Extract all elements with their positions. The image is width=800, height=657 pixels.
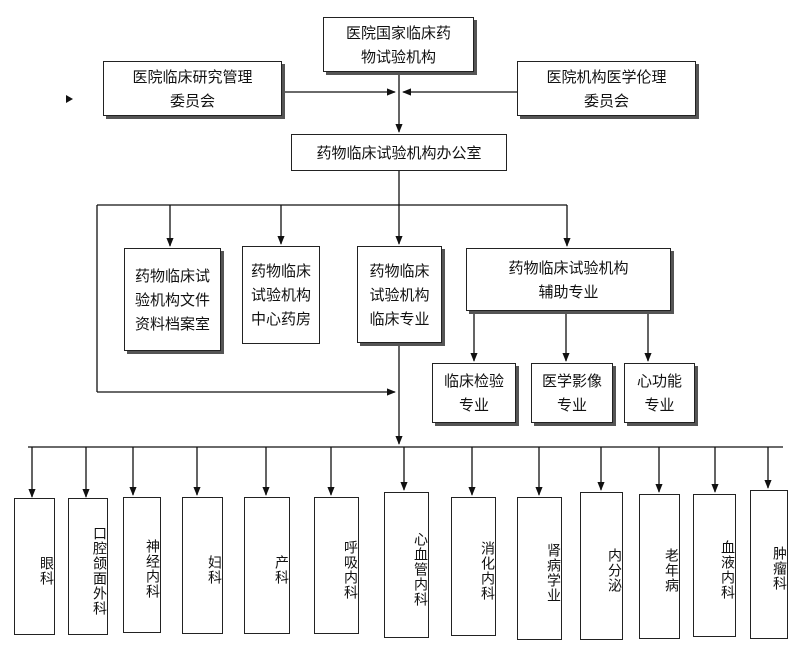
dept-nephrology: 肾病学业: [517, 497, 562, 640]
node-research-committee: 医院临床研究管理 委员会: [103, 61, 282, 116]
node-ethics-committee: 医院机构医学伦理 委员会: [517, 61, 696, 116]
triangle-marker-icon: [66, 95, 73, 103]
node-clinical-specialty: 药物临床 试验机构 临床专业: [357, 246, 442, 343]
dept-gynecology: 妇科: [182, 497, 223, 634]
node-top-institution: 医院国家临床药 物试验机构: [323, 17, 474, 72]
dept-oncology: 肿瘤科: [750, 490, 788, 639]
node-cardiac-specialty: 心功能 专业: [624, 363, 695, 423]
dept-neurology: 神经内科: [123, 497, 161, 633]
node-office: 药物临床试验机构办公室: [291, 134, 507, 171]
dept-endocrinology: 内分泌: [580, 492, 623, 640]
department-arrows: [28, 447, 772, 498]
node-central-pharmacy: 药物临床 试验机构 中心药房: [242, 246, 320, 344]
node-imaging-specialty: 医学影像 专业: [531, 363, 613, 423]
dept-oral-maxillofacial: 口腔颌面外科: [68, 498, 108, 635]
dept-obstetrics: 产科: [244, 497, 290, 634]
dept-gastroenterology: 消化内科: [451, 497, 496, 636]
node-archive-room: 药物临床试 验机构文件 资料档案室: [124, 248, 221, 351]
node-lab-specialty: 临床检验 专业: [432, 363, 516, 423]
dept-ophthalmology: 眼科: [14, 498, 55, 635]
dept-hematology: 血液内科: [693, 494, 736, 637]
node-auxiliary-specialty: 药物临床试验机构 辅助专业: [466, 248, 671, 311]
dept-cardiology: 心血管内科: [384, 492, 429, 638]
dept-geriatrics: 老年病: [639, 494, 680, 639]
dept-respiratory: 呼吸内科: [314, 497, 359, 634]
